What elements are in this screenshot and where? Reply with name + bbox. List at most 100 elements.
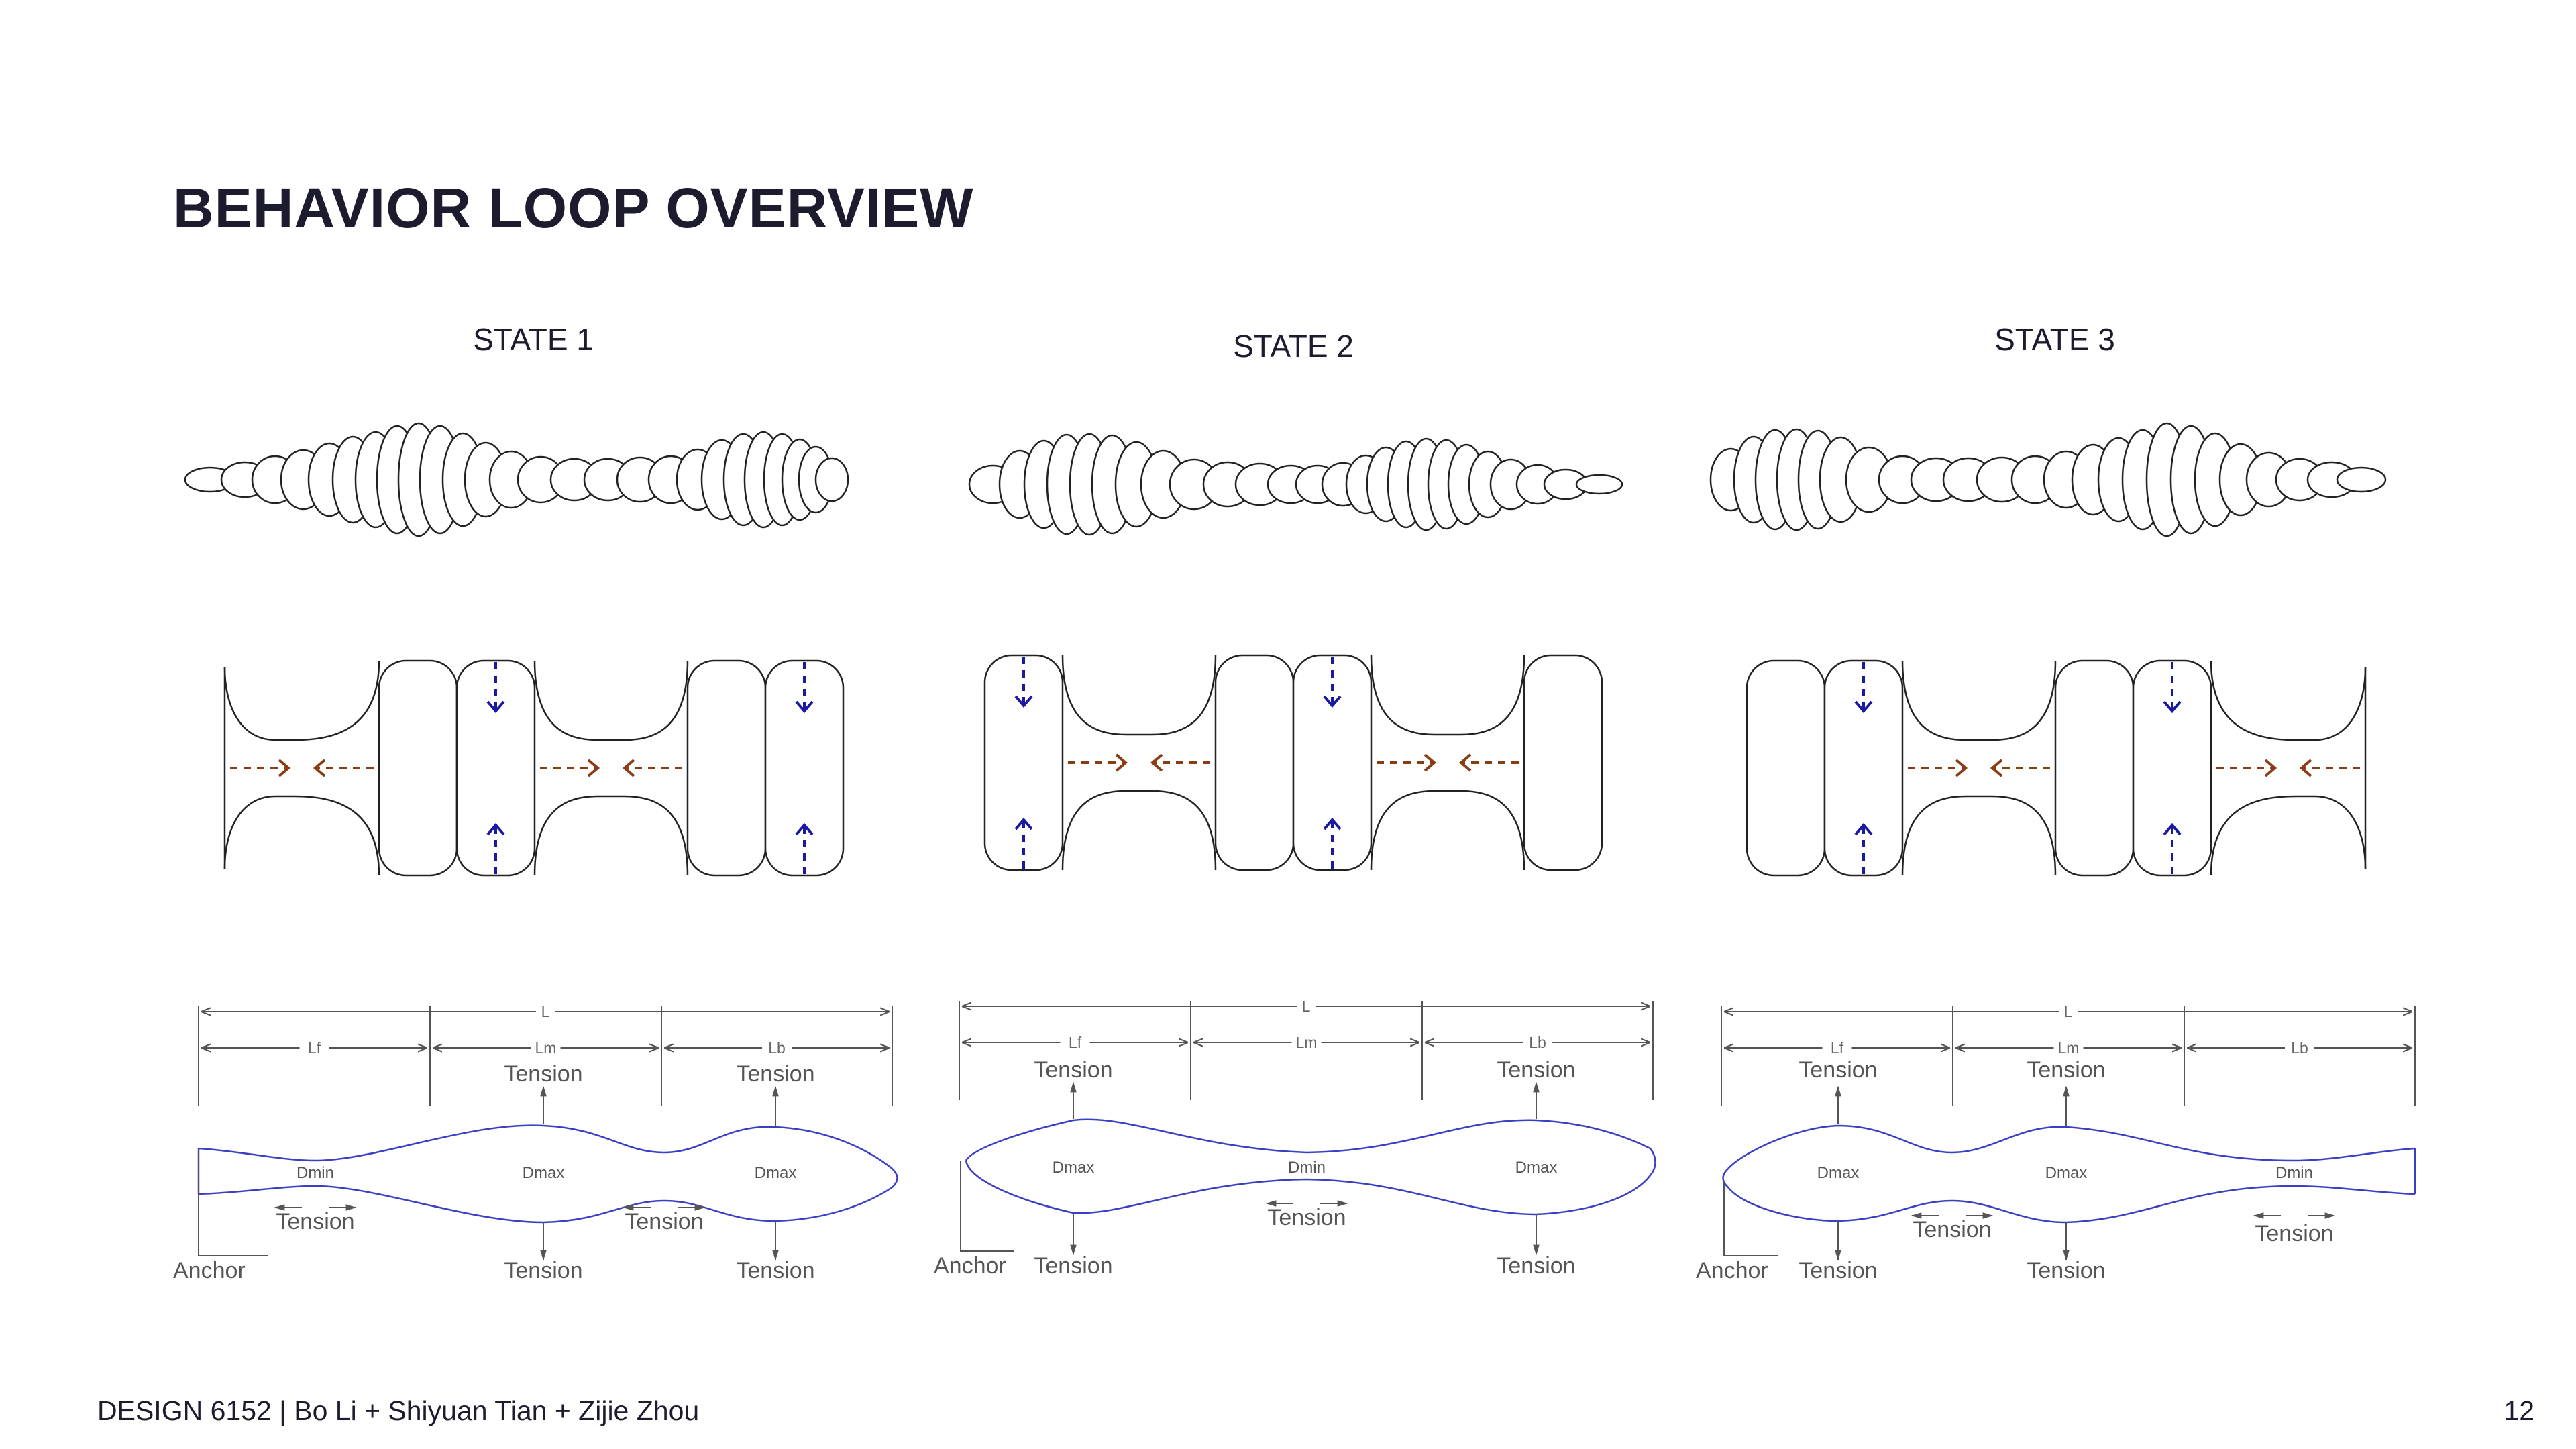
chamber-diagram-state-3 — [1746, 659, 2367, 877]
segmented-body-state-1 — [184, 422, 849, 537]
state-2-label: STATE 2 — [1233, 329, 1354, 364]
extension-arrow-head — [587, 759, 600, 777]
tension-label: Tension — [736, 1258, 814, 1283]
segmented-body-state-3 — [1709, 422, 2387, 537]
tension-label: Tension — [1034, 1057, 1112, 1083]
anchor-line — [1723, 1181, 1778, 1256]
tension-label: Tension — [1799, 1258, 1877, 1283]
dim-label-middle: Lm — [535, 1039, 557, 1057]
body-segment — [814, 457, 849, 502]
chamber-block — [1292, 654, 1373, 871]
chamber-block — [2054, 659, 2135, 877]
chamber-block — [764, 659, 845, 877]
dim-label-back: Lb — [2291, 1039, 2308, 1057]
label-mask — [2053, 1038, 2084, 1055]
anchor-label: Anchor — [1696, 1258, 1768, 1283]
anchor-label: Anchor — [934, 1253, 1006, 1279]
profile-bottom-line — [1727, 1185, 2416, 1224]
chamber-block — [1746, 659, 1826, 877]
tension-label: Tension — [276, 1209, 354, 1234]
extension-arrow-head — [622, 759, 635, 777]
chamber-block — [983, 654, 1064, 871]
label-mask — [536, 1002, 555, 1018]
contraction-arrow-head — [486, 700, 505, 714]
contraction-arrow-head — [1323, 695, 1342, 708]
body-segment — [1575, 474, 1623, 495]
tension-label: Tension — [504, 1258, 582, 1283]
chamber-neck-bottom — [1370, 790, 1525, 871]
contraction-arrow-head — [2163, 822, 2182, 836]
chamber-block — [2132, 659, 2212, 877]
extension-arrow-head — [1458, 753, 1472, 772]
marker-dmax: Dmax — [523, 1164, 565, 1182]
tension-label: Tension — [625, 1209, 703, 1234]
segmented-body-row — [184, 422, 2387, 537]
contraction-arrow-head — [795, 822, 814, 836]
chamber-neck-top — [533, 660, 689, 741]
label-mask — [762, 1038, 792, 1055]
body-segment — [2336, 466, 2387, 493]
extension-arrow-head — [1424, 753, 1437, 772]
marker-dmax: Dmax — [2045, 1164, 2088, 1182]
chamber-diagram-state-2 — [983, 654, 1603, 871]
open-end-bottom — [223, 795, 380, 876]
extension-arrow-head — [1990, 759, 2003, 777]
contraction-arrow-head — [1854, 700, 1873, 714]
anchor-line — [198, 1148, 268, 1256]
label-mask — [299, 1038, 329, 1055]
chamber-block — [1523, 654, 1603, 871]
dim-label-back: Lb — [768, 1039, 786, 1057]
contraction-arrow-head — [1014, 817, 1033, 830]
marker-dmax: Dmax — [1515, 1159, 1558, 1177]
tension-label: Tension — [504, 1061, 582, 1087]
chamber-neck-top — [1370, 655, 1525, 736]
extension-arrow-head — [1955, 759, 1968, 777]
profile-end-cap — [892, 1168, 898, 1188]
page-number: 12 — [2504, 1395, 2534, 1426]
chamber-neck-top — [1061, 655, 1217, 736]
tension-label: Tension — [1799, 1057, 1877, 1083]
state-1-label: STATE 1 — [473, 322, 594, 357]
extension-arrow-head — [313, 759, 326, 777]
dim-label-l: L — [2064, 1003, 2073, 1020]
marker-dmax: Dmax — [1817, 1164, 1860, 1182]
tension-label: Tension — [2027, 1057, 2105, 1083]
marker-dmin: Dmin — [1288, 1159, 1326, 1177]
contraction-arrow-head — [795, 700, 814, 714]
label-mask — [1822, 1038, 1852, 1055]
dim-label-middle: Lm — [1296, 1034, 1318, 1051]
slide-title: BEHAVIOR LOOP OVERVIEW — [173, 176, 974, 239]
chamber-neck-bottom — [1061, 790, 1217, 871]
label-mask — [1060, 1033, 1090, 1049]
dim-label-l: L — [541, 1003, 550, 1020]
label-mask — [1291, 1033, 1322, 1049]
tension-label: Tension — [1913, 1217, 1991, 1242]
contraction-arrow-head — [486, 822, 505, 836]
open-end-top — [2210, 660, 2367, 741]
contraction-arrow-head — [1854, 822, 1873, 836]
marker-dmin: Dmin — [297, 1164, 334, 1182]
tension-label: Tension — [2027, 1258, 2105, 1283]
contraction-arrow-head — [1323, 817, 1342, 830]
chamber-block — [455, 659, 536, 877]
chamber-neck-top — [1901, 660, 2057, 741]
contraction-arrow-head — [1014, 695, 1033, 708]
tension-label: Tension — [1497, 1253, 1575, 1279]
marker-dmax: Dmax — [1053, 1159, 1095, 1177]
tension-label: Tension — [1034, 1253, 1112, 1279]
chamber-block — [1823, 659, 1904, 877]
label-mask — [531, 1038, 561, 1055]
chamber-block — [378, 659, 458, 877]
open-end-top — [223, 660, 380, 741]
dim-label-l: L — [1302, 998, 1311, 1015]
profile-bottom-line — [965, 1160, 1652, 1216]
